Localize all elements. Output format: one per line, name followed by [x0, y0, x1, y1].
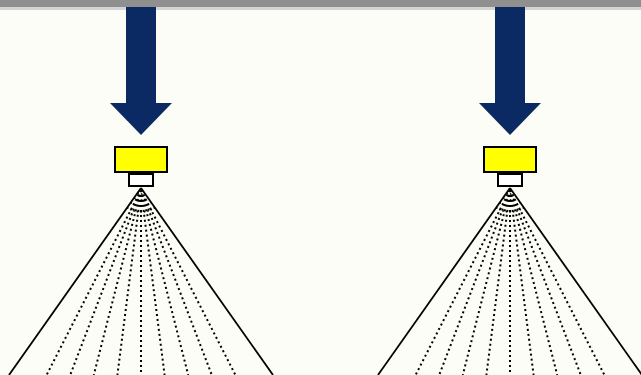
spray-nozzle-icon — [114, 146, 168, 173]
nozzle-tip — [128, 173, 154, 187]
spray-arc — [126, 206, 156, 213]
spray-dotted-line — [438, 189, 511, 375]
spray-dotted-line — [69, 189, 142, 375]
spray-arc — [499, 202, 521, 207]
nozzle-groups — [8, 7, 641, 375]
down-arrow-icon — [479, 7, 541, 135]
spray-boundary-right — [140, 187, 274, 375]
spray-dotted-line — [509, 189, 535, 375]
spray-arc — [495, 206, 525, 213]
spray-boundary-left — [377, 187, 511, 375]
spray-dotted-line — [485, 189, 511, 375]
nozzle-assembly-left — [8, 7, 274, 375]
spray-arc — [506, 192, 514, 195]
spray-arc — [502, 197, 518, 201]
spray-nozzle-icon — [483, 146, 537, 173]
nozzle-assembly-right — [377, 7, 641, 375]
spray-arc — [133, 197, 149, 201]
spray-boundary-right — [509, 187, 641, 375]
spray-dotted-line — [509, 189, 559, 375]
spray-dotted-line — [140, 189, 190, 375]
spray-dotted-line — [140, 189, 213, 375]
top-bar-highlight — [0, 7, 641, 10]
spray-dotted-line — [509, 189, 582, 375]
spray-arc — [137, 192, 145, 195]
nozzle-tip — [497, 173, 523, 187]
spray-dotted-line — [92, 189, 142, 375]
spray-dotted-line — [116, 189, 142, 375]
spray-dotted-line — [461, 189, 511, 375]
spray-dotted-line — [140, 189, 166, 375]
spray-boundary-left — [8, 187, 142, 375]
spray-arc — [130, 202, 152, 207]
down-arrow-icon — [110, 7, 172, 135]
top-bar — [0, 0, 641, 7]
